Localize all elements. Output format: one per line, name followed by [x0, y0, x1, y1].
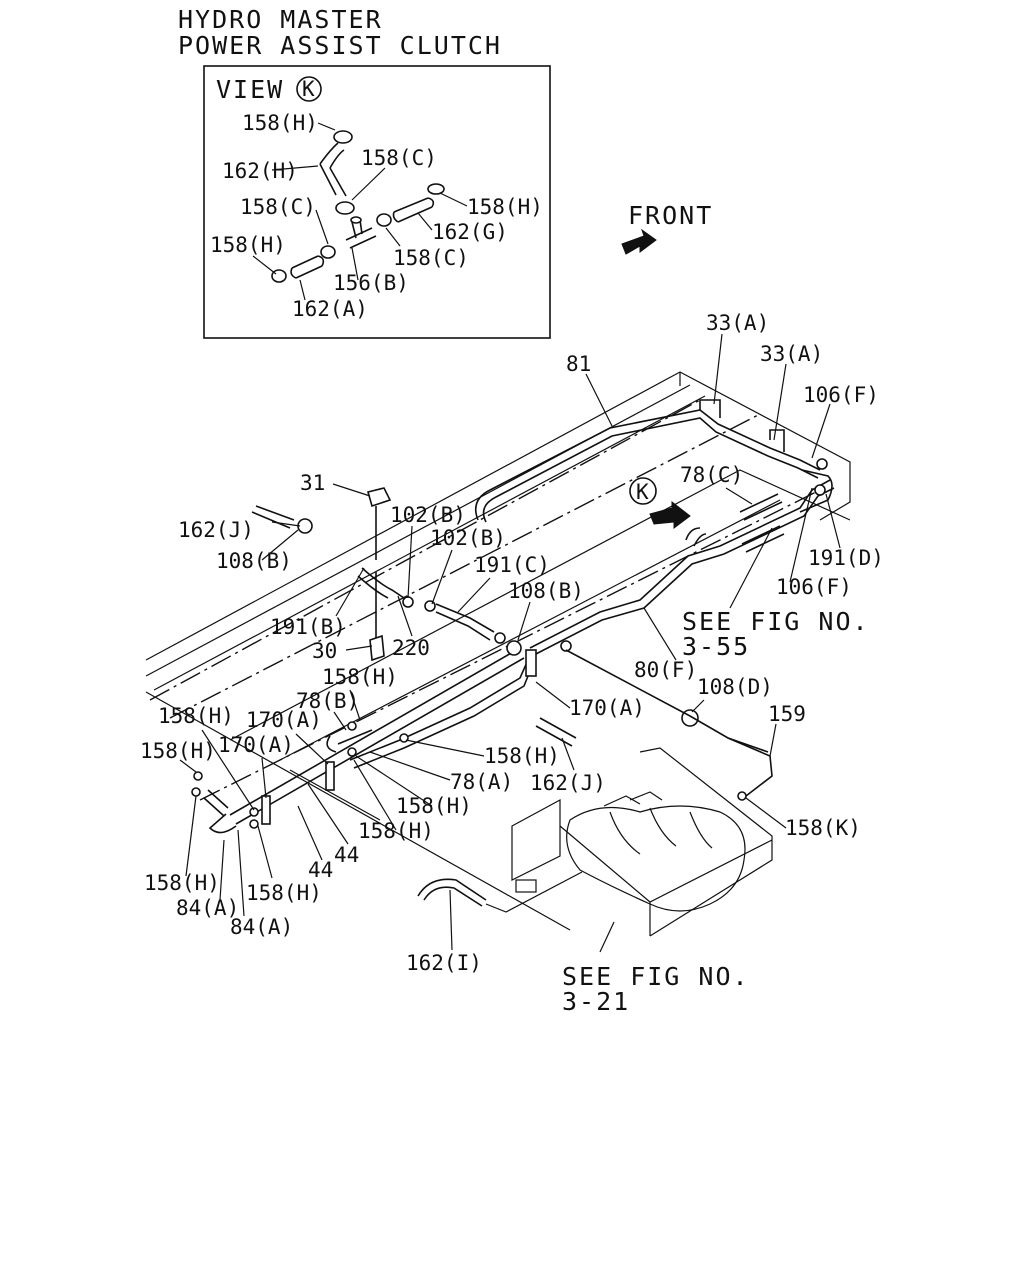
view-callout-158c-left: 158(C): [240, 195, 316, 219]
callout-162i: 162(I): [406, 951, 482, 975]
callout-80f: 80(F): [634, 658, 697, 682]
ref-321-line1: SEE FIG NO.: [562, 962, 750, 991]
callout-33a-1: 33(A): [706, 311, 769, 335]
ref-355-line1: SEE FIG NO.: [682, 607, 870, 636]
pipe-81: [474, 399, 821, 523]
callout-191c: 191(C): [474, 553, 550, 577]
view-label: VIEW: [216, 75, 284, 104]
callout-158h-bc: 158(H): [246, 881, 322, 905]
hose-162j-top: [251, 505, 313, 534]
hose-191b: [357, 567, 405, 599]
title-line-1: HYDRO MASTER: [178, 5, 383, 34]
view-callout-162h: 162(H): [222, 159, 298, 183]
inset-hose-162g: [376, 183, 445, 227]
view-k-marker-circle: [629, 477, 657, 505]
callout-78c: 78(C): [680, 463, 743, 487]
callout-78a: 78(A): [450, 770, 513, 794]
frame-outline: [145, 371, 851, 931]
callout-78b: 78(B): [296, 689, 359, 713]
callout-102b-2: 102(B): [430, 526, 506, 550]
tank-assembly: [511, 747, 773, 937]
callout-191d: 191(D): [808, 546, 884, 570]
callout-159: 159: [768, 702, 806, 726]
front-arrow-icon: [621, 228, 657, 255]
inset-border: [203, 65, 551, 339]
callout-108d: 108(D): [697, 675, 773, 699]
callout-106f-top: 106(F): [803, 383, 879, 407]
bolt-30: [369, 634, 385, 662]
view-callout-158c-right: 158(C): [393, 246, 469, 270]
callout-162j-top: 162(J): [178, 518, 254, 542]
callout-191b: 191(B): [270, 615, 346, 639]
pipe-left-run: [229, 647, 533, 825]
callout-158h-center: 158(H): [484, 744, 560, 768]
callout-158h-lower2: 158(H): [358, 819, 434, 843]
view-k-arrow-icon: [649, 500, 691, 529]
callout-84a-2: 84(A): [230, 915, 293, 939]
hose-78c: [739, 493, 783, 521]
callout-158k: 158(K): [785, 816, 861, 840]
callout-158h-leftup: 158(H): [158, 704, 234, 728]
callout-31: 31: [300, 471, 325, 495]
callouts: 33(A) 33(A) 81 106(F) 78(C) 31 102(B) 10…: [140, 311, 884, 975]
callout-44-b: 44: [308, 858, 333, 882]
callout-158h-mid: 158(H): [322, 665, 398, 689]
view-callout-158h-left: 158(H): [210, 233, 286, 257]
callout-158h-lower: 158(H): [396, 794, 472, 818]
hose-191c: [435, 603, 495, 641]
callout-102b-1: 102(B): [390, 503, 466, 527]
view-k-inset: VIEW K 158(H) 162(H) 158(C) 158(C) 158(H…: [203, 65, 551, 339]
callout-81: 81: [566, 352, 591, 376]
callout-44-a: 44: [334, 843, 359, 867]
hose-162i: [417, 871, 583, 913]
callout-158h-left: 158(H): [140, 739, 216, 763]
view-callout-158h-right: 158(H): [467, 195, 543, 219]
callout-170a-2: 170(A): [218, 733, 294, 757]
ref-355-leader: [729, 527, 773, 609]
view-callout-162a: 162(A): [292, 297, 368, 321]
ref-355-line2: 3-55: [682, 632, 750, 661]
inset-tee-156b: [345, 216, 377, 249]
grommet-108b: [506, 640, 522, 656]
callout-220: 220: [392, 636, 430, 660]
callout-170a-right: 170(A): [569, 696, 645, 720]
view-callout-156b: 156(B): [333, 271, 409, 295]
callout-leaders: [179, 333, 841, 953]
view-marker-circle: [296, 76, 322, 102]
view-callout-158c-top: 158(C): [361, 146, 437, 170]
view-callout-158h-top: 158(H): [242, 111, 318, 135]
view-k-marker-letter: K: [636, 480, 649, 504]
callout-162j-bottom: 162(J): [530, 771, 606, 795]
inset-hose-162h: [319, 130, 355, 215]
view-marker-letter: K: [302, 77, 315, 101]
callout-170a-1: 170(A): [246, 708, 322, 732]
callout-106f-bottom: 106(F): [776, 575, 852, 599]
callout-33a-2: 33(A): [760, 342, 823, 366]
callout-108b-center: 108(B): [508, 579, 584, 603]
front-label: FRONT: [628, 201, 713, 230]
callout-108b-left: 108(B): [216, 549, 292, 573]
callout-84a-1: 84(A): [176, 896, 239, 920]
callout-30: 30: [312, 639, 337, 663]
title-line-2: POWER ASSIST CLUTCH: [178, 31, 502, 60]
ref-321-line2: 3-21: [562, 987, 630, 1016]
hose-159: [727, 737, 769, 753]
view-callout-162g: 162(G): [432, 220, 508, 244]
nut-31: [367, 487, 392, 640]
hose-162j-bottom: [535, 717, 577, 747]
pipe-80f: [529, 479, 835, 657]
callout-158h-bl: 158(H): [144, 871, 220, 895]
